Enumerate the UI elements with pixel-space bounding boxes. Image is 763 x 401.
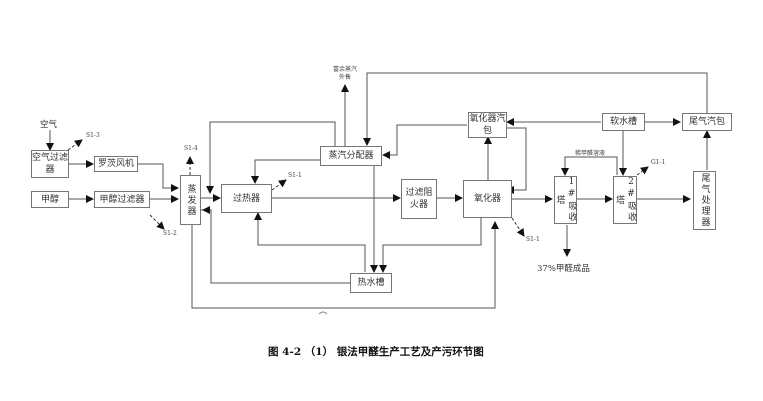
emission-s1-3: S1-3	[86, 132, 100, 139]
hot-water-tank-box: 热水槽	[350, 273, 392, 293]
oxidizer-box: 氧化器	[463, 180, 512, 218]
emission-g1-1: G1-1	[651, 159, 666, 166]
emission-s1-2: S1-2	[163, 230, 177, 237]
steam-distributor-box: 蒸汽分配器	[320, 146, 382, 166]
emission-s1-1: S1-1	[288, 172, 302, 179]
emission-s1-4: S1-4	[184, 145, 198, 152]
oxidizer-drum-box: 氧化器汽包	[468, 112, 507, 138]
dilute-solution-label: 稀甲醛溶液	[575, 150, 606, 157]
surplus-steam-label: 富余蒸汽外售	[333, 66, 358, 81]
superheater-box: 过热器	[221, 184, 272, 213]
soft-water-tank-box: 软水槽	[602, 113, 645, 131]
emission-s1-1-oxidizer: S1-1	[526, 236, 540, 243]
tail-gas-processor-box: 尾气处理器	[693, 171, 716, 230]
roots-blower-box: 罗茨风机	[94, 156, 138, 172]
air-filter-box: 空气过滤器	[31, 150, 69, 178]
absorber-2-box: 2#吸收塔	[613, 176, 637, 224]
absorber-1-box: 1#吸收塔	[554, 176, 577, 224]
methanol-box: 甲醇	[31, 191, 69, 208]
air-label: 空气	[40, 120, 58, 130]
tail-gas-drum-box: 尾气汽包	[682, 113, 732, 131]
figure-caption: 图 4-2 （1） 银法甲醛生产工艺及产污环节图	[268, 346, 484, 358]
evaporator-box: 蒸发器	[180, 175, 201, 225]
product-label: 37%甲醛成品	[537, 264, 590, 274]
flame-arrester-box: 过滤阻火器	[401, 179, 437, 219]
methanol-filter-box: 甲醇过滤器	[94, 191, 150, 208]
